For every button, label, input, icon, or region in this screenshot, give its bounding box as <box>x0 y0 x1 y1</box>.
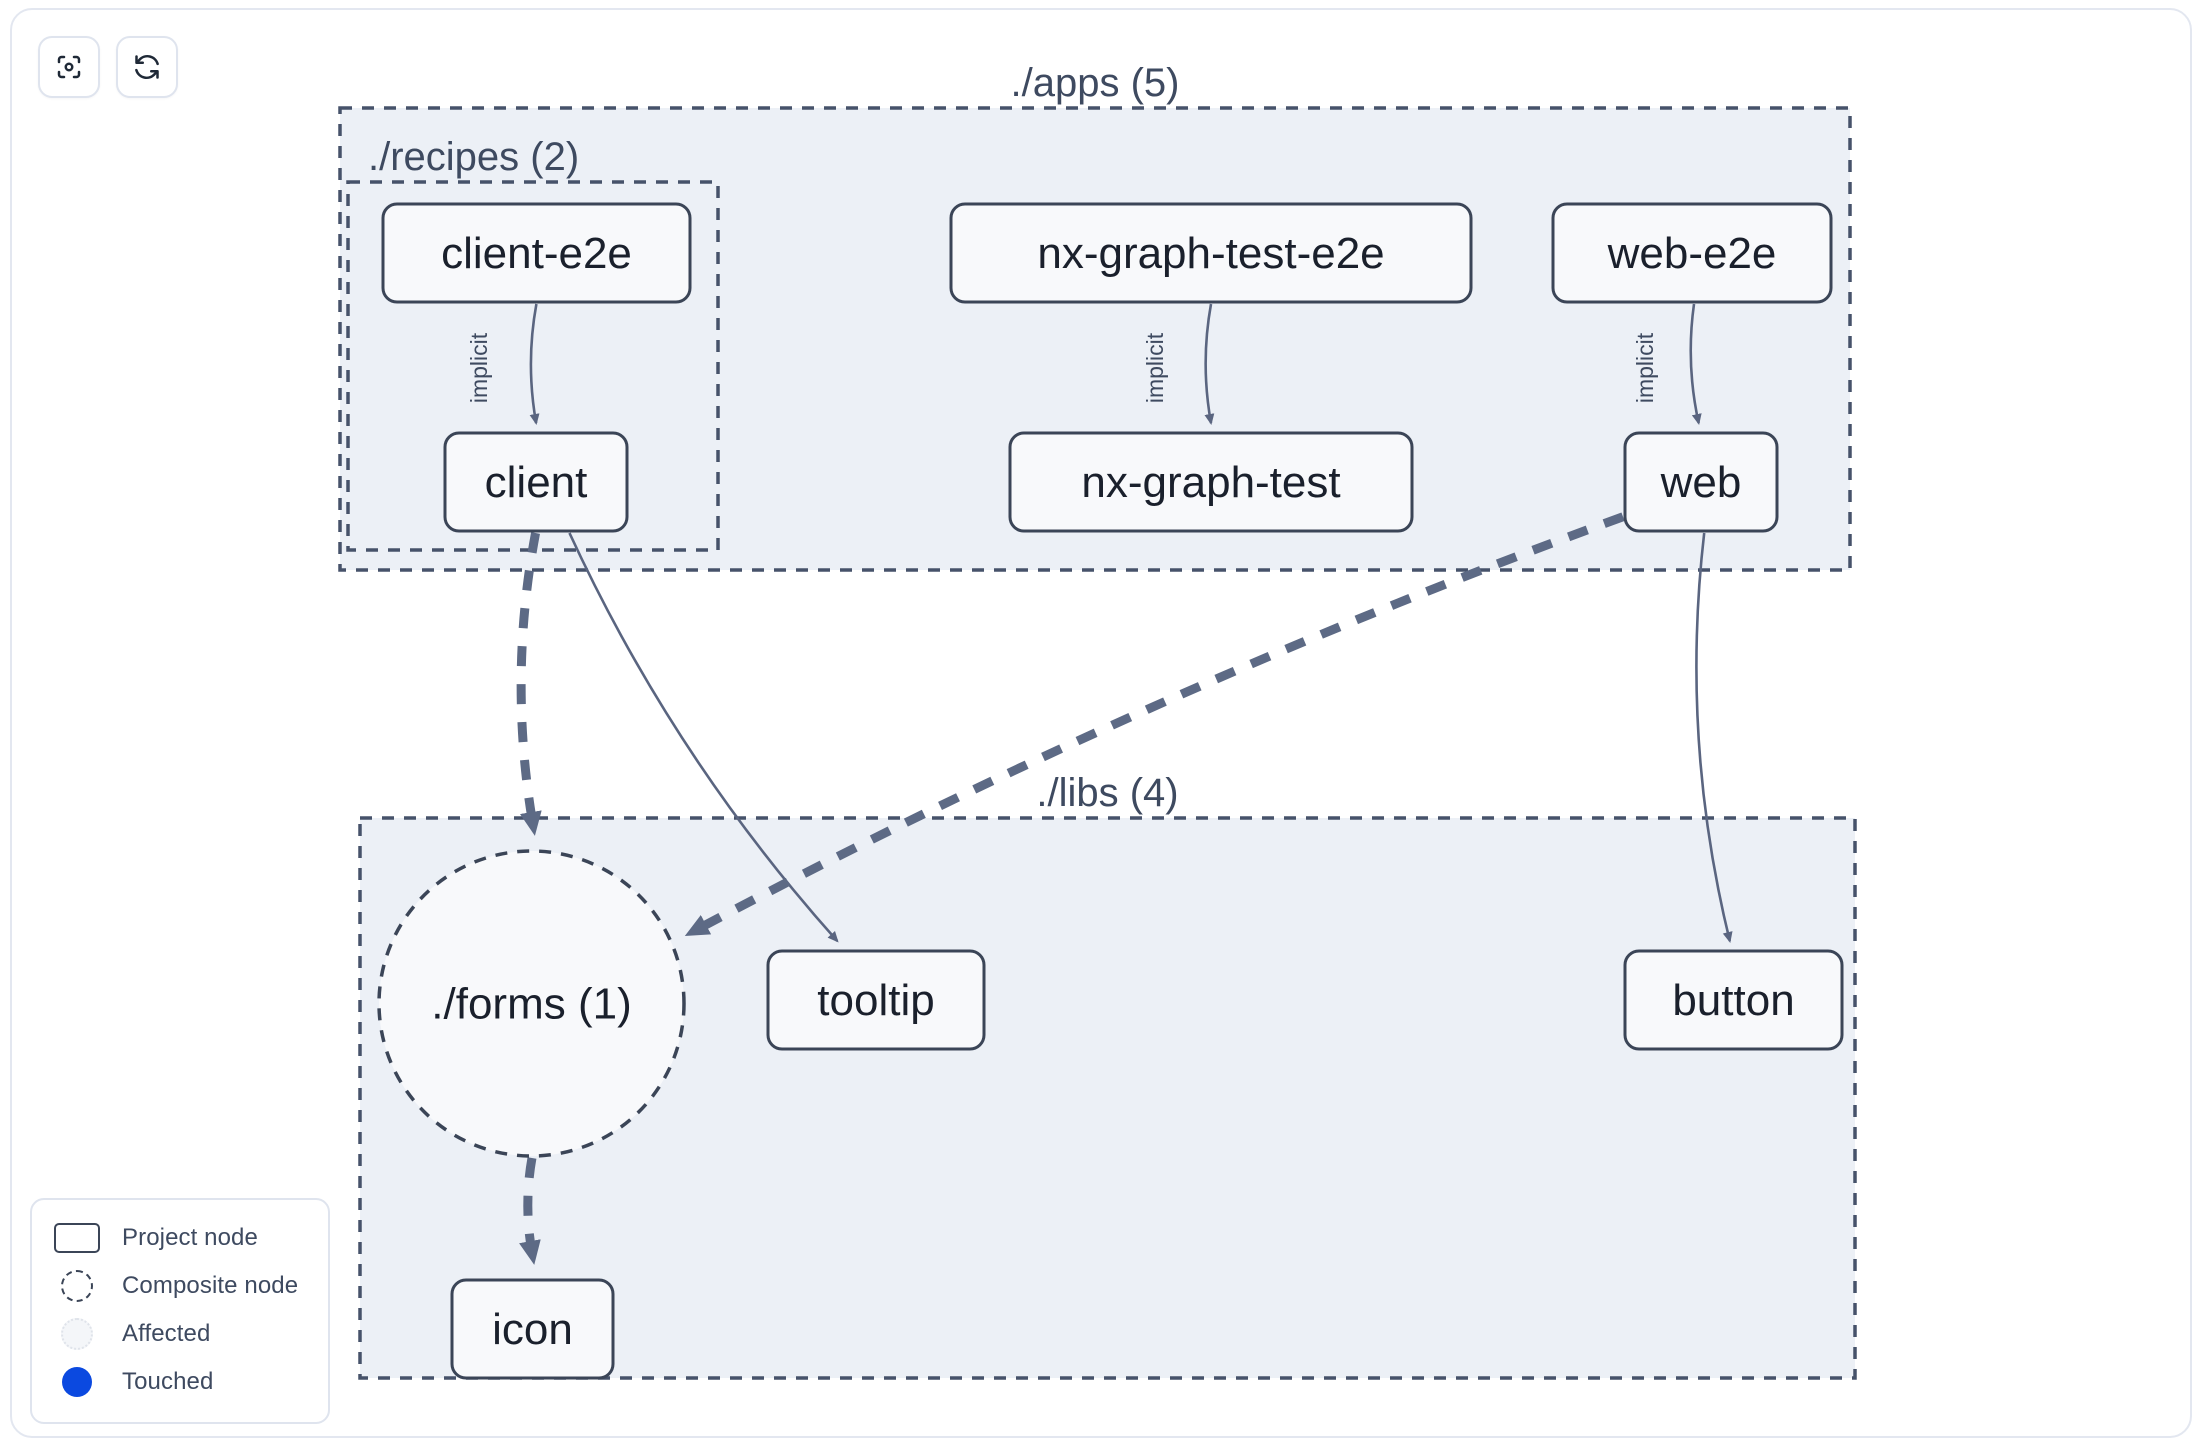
graph-edge-label-client-e2e-to-client: implicit <box>466 332 492 403</box>
graph-node-tooltip[interactable] <box>766 949 986 1051</box>
affected-swatch-icon <box>50 1318 104 1350</box>
graph-node-button[interactable] <box>1623 949 1844 1051</box>
graph-edge-forms-to-icon[interactable] <box>519 1157 541 1265</box>
legend-item: Composite node <box>50 1262 310 1310</box>
graph-edge-web-to-button[interactable] <box>1695 532 1733 943</box>
graph-node-label-icon: icon <box>492 1305 573 1354</box>
graph-node-label-web-e2e: web-e2e <box>1607 229 1777 278</box>
graph-node-web-e2e[interactable] <box>1551 202 1833 304</box>
graph-node-label-tooltip: tooltip <box>817 976 934 1025</box>
project-node-swatch-icon <box>50 1223 104 1253</box>
graph-edge-label-nx-graph-test-e2e-to-nx-graph-test: implicit <box>1142 332 1168 403</box>
legend-item: Project node <box>50 1214 310 1262</box>
refresh-graph-button[interactable] <box>116 36 178 98</box>
graph-edges <box>516 303 1733 1265</box>
graph-node-label-button: button <box>1672 976 1794 1025</box>
graph-node-label-nx-graph-test: nx-graph-test <box>1081 458 1340 507</box>
graph-node-label-client: client <box>485 458 588 507</box>
legend-item: Touched <box>50 1358 310 1406</box>
graph-node-web[interactable] <box>1623 431 1779 533</box>
graph-node-label-client-e2e: client-e2e <box>441 229 632 278</box>
graph-edge-client-to-tooltip[interactable] <box>568 532 839 943</box>
graph-node-label-forms: ./forms (1) <box>431 980 631 1029</box>
graph-node-nx-graph-test-e2e[interactable] <box>949 202 1473 304</box>
graph-edge-labels: implicit implicit implicit <box>466 332 1658 403</box>
graph-toolbar <box>38 36 178 98</box>
composite-node-swatch-icon <box>50 1270 104 1302</box>
focus-graph-button[interactable] <box>38 36 100 98</box>
graph-node-icon[interactable] <box>450 1278 615 1380</box>
graph-group-label-apps: ./apps (5) <box>1011 61 1180 105</box>
graph-node-label-nx-graph-test-e2e: nx-graph-test-e2e <box>1037 229 1384 278</box>
legend-label: Composite node <box>122 1272 299 1299</box>
legend-label: Project node <box>122 1224 258 1251</box>
graph-edge-client-e2e-to-client[interactable] <box>529 303 540 425</box>
legend-label: Touched <box>122 1368 214 1395</box>
graph-legend: Project node Composite node Affected Tou… <box>30 1198 330 1424</box>
graph-node-nx-graph-test[interactable] <box>1008 431 1414 533</box>
focus-target-icon <box>54 52 84 82</box>
graph-group-label-libs: ./libs (4) <box>1036 771 1178 815</box>
graph-edge-web-to-forms[interactable] <box>684 512 1625 936</box>
graph-node-label-web: web <box>1660 458 1742 507</box>
legend-label: Affected <box>122 1320 211 1347</box>
graph-edge-label-web-e2e-to-web: implicit <box>1632 332 1658 403</box>
refresh-icon <box>132 52 162 82</box>
graph-node-forms[interactable] <box>377 849 686 1158</box>
graph-edge-client-to-forms[interactable] <box>516 532 542 836</box>
touched-swatch-icon <box>50 1367 104 1397</box>
graph-edge-web-e2e-to-web[interactable] <box>1689 303 1702 425</box>
graph-node-client[interactable] <box>443 431 629 533</box>
graph-group-label-recipes: ./recipes (2) <box>368 135 579 179</box>
graph-node-client-e2e[interactable] <box>381 202 692 304</box>
graph-edge-nx-graph-test-e2e-to-nx-graph-test[interactable] <box>1204 303 1215 425</box>
graph-nodes: client-e2e client nx-graph-test-e2e nx-grap… <box>377 202 1844 1380</box>
legend-item: Affected <box>50 1310 310 1358</box>
